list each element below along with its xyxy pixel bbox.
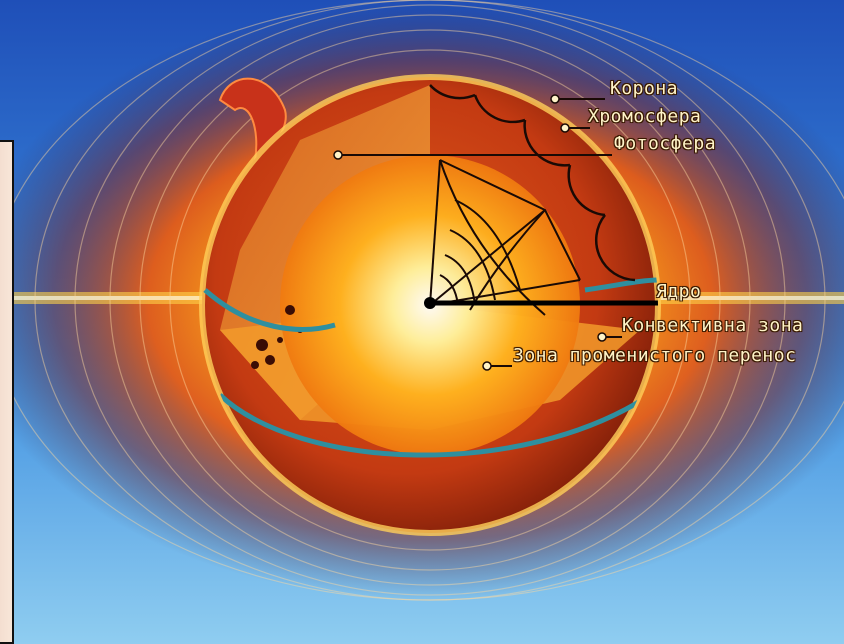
label-convective-zone: Конвективна зона — [622, 315, 804, 336]
side-panel — [0, 140, 14, 644]
label-core: Ядро — [656, 281, 702, 302]
field-lines — [0, 0, 844, 601]
convection-cells — [429, 84, 636, 282]
sunspots — [251, 305, 303, 369]
leader-dots — [333, 94, 607, 371]
label-photosphere: Фотосфера — [614, 133, 717, 154]
latitude-bands — [203, 277, 658, 458]
label-chromosphere: Хромосфера — [588, 106, 702, 127]
core-center-dot — [424, 297, 436, 309]
label-radiative-zone: Зона променистого перенос — [513, 345, 797, 366]
radiation-web — [429, 159, 581, 316]
leader-lines — [338, 98, 622, 367]
label-corona: Корона — [610, 78, 679, 99]
